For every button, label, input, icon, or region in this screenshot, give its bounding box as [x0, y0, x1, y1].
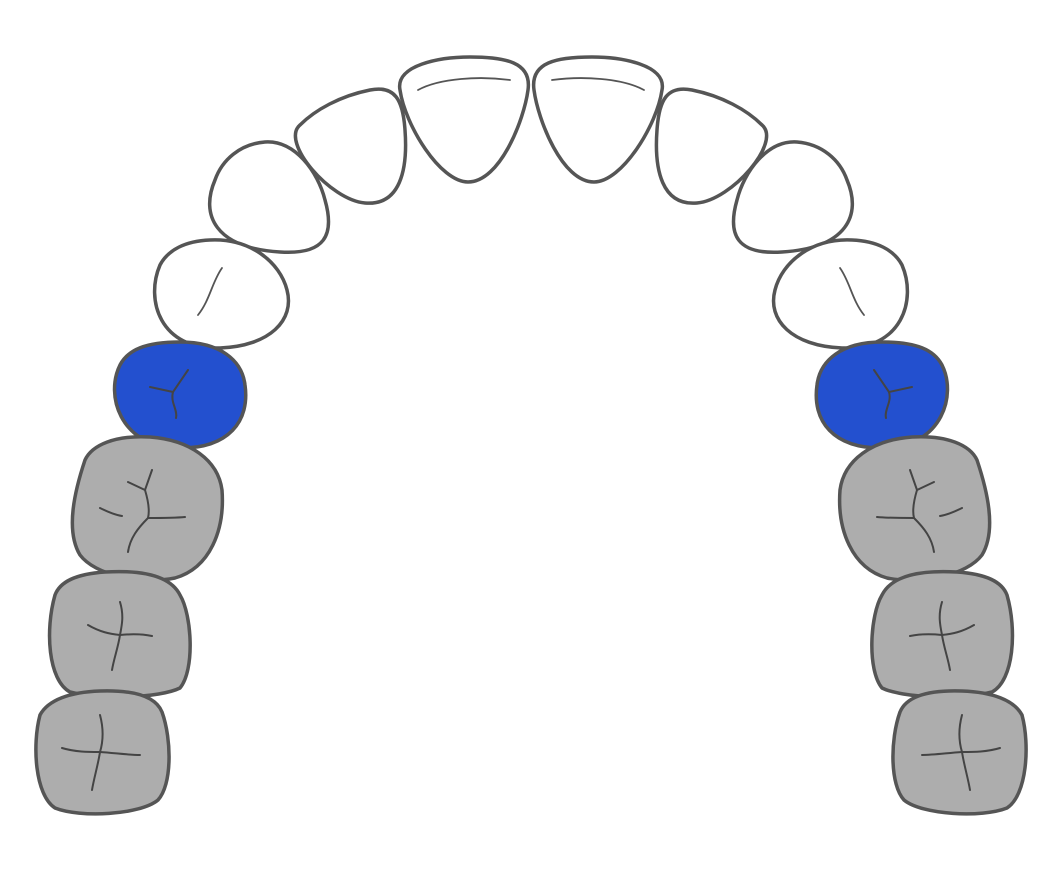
tooth-outline — [112, 340, 248, 450]
tooth-groove-line — [119, 601, 124, 636]
left-first-premolar-tooth[interactable] — [152, 238, 291, 350]
arch-right-side — [531, 55, 1028, 816]
tooth-outline — [152, 238, 291, 350]
right-lateral-incisor-tooth[interactable] — [654, 87, 769, 205]
tooth-groove-line — [913, 517, 935, 553]
left-second-premolar-tooth[interactable] — [112, 340, 248, 450]
tooth-groove-line — [839, 267, 865, 316]
left-lateral-incisor-tooth[interactable] — [293, 87, 408, 205]
tooth-groove-line — [99, 507, 123, 517]
tooth-outline — [293, 87, 408, 205]
tooth-groove-line — [99, 714, 104, 753]
tooth-groove-line — [939, 507, 963, 517]
right-canine-tooth[interactable] — [731, 140, 855, 255]
right-first-premolar-tooth[interactable] — [771, 238, 910, 350]
tooth-groove-line — [884, 391, 891, 419]
tooth-groove-line — [551, 77, 645, 91]
tooth-outline — [70, 435, 225, 582]
tooth-groove-line — [127, 517, 149, 553]
tooth-groove-line — [961, 751, 971, 791]
right-second-premolar-tooth[interactable] — [814, 340, 950, 450]
tooth-outline — [654, 87, 769, 205]
left-third-molar-tooth[interactable] — [34, 689, 171, 816]
tooth-groove-line — [197, 267, 223, 316]
right-third-molar-tooth[interactable] — [891, 689, 1028, 816]
tooth-groove-line — [417, 77, 511, 91]
right-first-molar-tooth[interactable] — [837, 435, 992, 582]
tooth-groove-line — [958, 714, 963, 753]
left-first-molar-tooth[interactable] — [70, 435, 225, 582]
tooth-groove-line — [91, 751, 101, 791]
left-canine-tooth[interactable] — [207, 140, 331, 255]
tooth-groove-line — [171, 391, 178, 419]
left-second-molar-tooth[interactable] — [47, 569, 192, 699]
tooth-outline — [531, 55, 664, 184]
tooth-groove-line — [938, 601, 943, 636]
tooth-outline — [837, 435, 992, 582]
left-central-incisor-tooth[interactable] — [398, 55, 531, 184]
tooth-outline — [814, 340, 950, 450]
tooth-groove-line — [941, 634, 951, 671]
tooth-outline — [731, 140, 855, 255]
tooth-outline — [398, 55, 531, 184]
tooth-outline — [207, 140, 331, 255]
arch-left-side — [34, 55, 531, 816]
tooth-groove-line — [111, 634, 121, 671]
tooth-outline — [771, 238, 910, 350]
right-central-incisor-tooth[interactable] — [531, 55, 664, 184]
right-second-molar-tooth[interactable] — [870, 569, 1015, 699]
